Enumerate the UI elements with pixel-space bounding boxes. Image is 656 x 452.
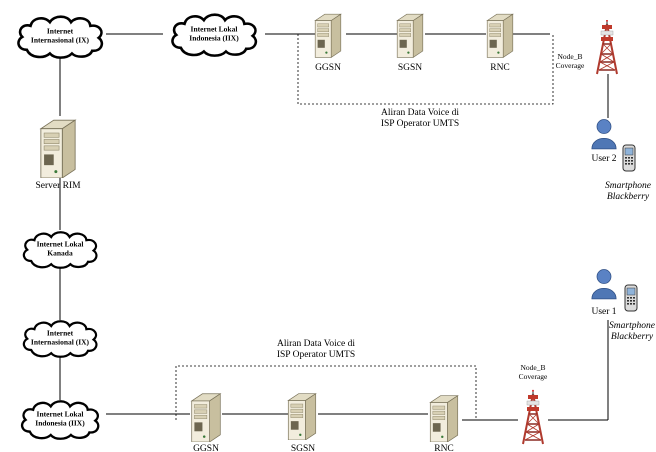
user-2-icon xyxy=(591,119,617,150)
rnc-top-label: RNC xyxy=(490,63,510,73)
rnc-bottom-server-icon xyxy=(429,395,459,442)
user-2-label: User 2 xyxy=(591,154,617,164)
cloud-iix-bottom-label: Internet Lokal Indonesia (IIX) xyxy=(35,409,85,427)
user-2-device-label: Smartphone Blackberry xyxy=(605,181,651,202)
node-b-top-label: Node_B Coverage xyxy=(555,52,585,70)
phone-user-1-icon xyxy=(624,284,638,312)
node-b-bottom-tower-icon xyxy=(521,388,545,446)
cloud-kanada-label: Internet Lokal Kanada xyxy=(36,239,84,257)
sgsn-top-server-icon xyxy=(396,13,424,58)
rnc-top-server-icon xyxy=(486,13,514,58)
sgsn-bottom-server-icon xyxy=(287,393,317,440)
ggsn-bottom-server-icon xyxy=(191,393,221,442)
flow-label-top: Aliran Data Voice di ISP Operator UMTS xyxy=(380,108,460,129)
flow-label-bottom: Aliran Data Voice di ISP Operator UMTS xyxy=(276,339,356,360)
ggsn-top-label: GGSN xyxy=(315,63,341,73)
server-rim-label: Server RIM xyxy=(35,181,81,191)
ggsn-top-server-icon xyxy=(314,13,342,58)
node-b-top-tower-icon xyxy=(596,20,618,75)
user-1-icon xyxy=(591,269,617,300)
connection-lines xyxy=(59,33,609,421)
cloud-ix-top-label: Internet Internasional (IX) xyxy=(30,26,90,44)
phone-user-2-icon xyxy=(622,144,636,172)
cloud-iix-top-label: Internet Lokal Indonesia (IIX) xyxy=(189,24,239,42)
cloud-ix-bottom-label: Internet Internasional (IX) xyxy=(30,328,90,346)
server-rim-icon xyxy=(40,119,76,178)
rnc-bottom-label: RNC xyxy=(434,444,454,452)
sgsn-top-label: SGSN xyxy=(397,63,423,73)
node-b-bottom-label: Node_B Coverage xyxy=(518,363,548,381)
user-1-device-label: Smartphone Blackberry xyxy=(609,321,655,342)
isp-boundary-boxes xyxy=(175,34,554,420)
sgsn-bottom-label: SGSN xyxy=(290,444,316,452)
user-1-label: User 1 xyxy=(591,307,617,317)
ggsn-bottom-label: GGSN xyxy=(193,444,219,452)
